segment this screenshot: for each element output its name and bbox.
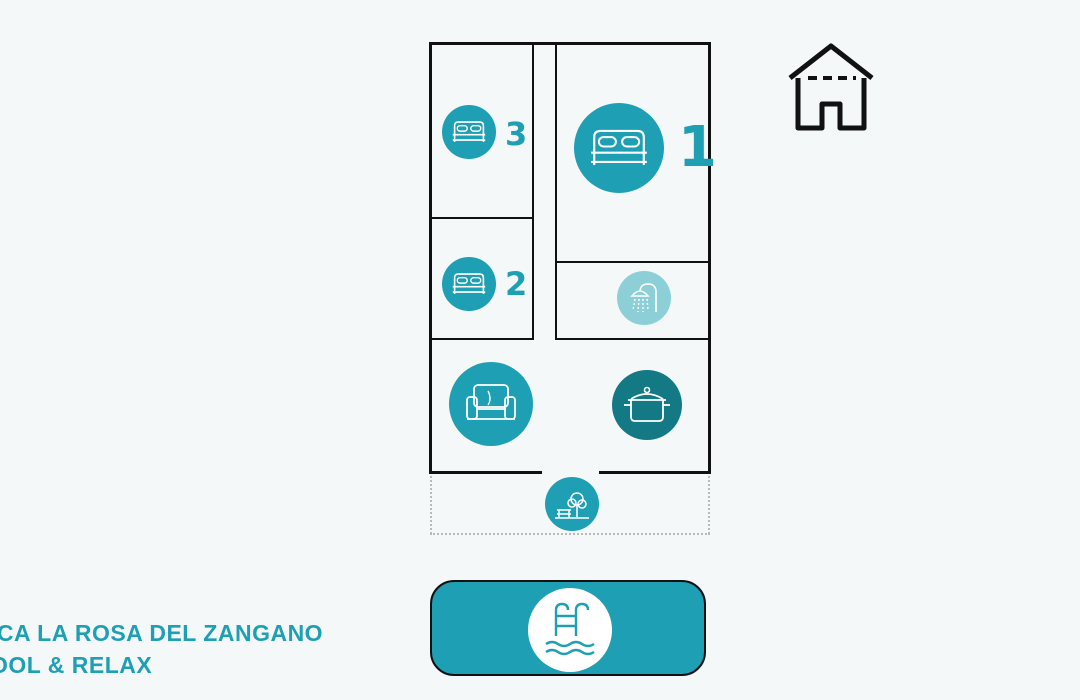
bedroom-2-icon-circle [442,257,496,311]
swimming-pool-ladder-icon [545,602,595,656]
armchair-icon [466,384,516,420]
cooking-pot-icon [624,386,670,422]
pool-icon-circle [528,588,612,672]
divider-bath-living-right [555,338,710,340]
divider-bedrooms-living-left [429,338,534,340]
bathroom-icon-circle [617,271,671,325]
shower-icon [630,283,657,313]
garden-border-left [430,476,432,534]
caption-line-2: OOL & RELAX [0,652,153,678]
bedroom-2-label: 2 [505,265,528,303]
wall-right [708,42,711,474]
double-bed-icon [591,129,647,166]
corridor-wall-right [555,42,557,340]
divider-room1-bath [555,261,710,263]
bedroom-3-label: 3 [505,115,528,153]
garden-bench-tree-icon [555,492,589,519]
garden-border-right [708,476,710,534]
caption-line-1: ICA LA ROSA DEL ZANGANO [0,620,324,646]
kitchen-icon-circle [612,370,682,440]
double-bed-icon [452,121,486,142]
bedroom-1-icon-circle [574,103,664,193]
double-bed-icon [452,273,486,294]
corridor-wall-left [532,42,534,340]
garden-icon-circle [545,477,599,531]
wall-bottom-right [599,471,711,474]
garden-border-bottom [430,533,710,535]
wall-left [429,42,432,474]
wall-bottom-left [429,471,542,474]
bedroom-1-label: 1 [678,115,717,180]
house-icon [788,43,874,131]
bedroom-3-icon-circle [442,105,496,159]
wall-top [429,42,711,45]
divider-room3-room2 [429,217,534,219]
living-room-icon-circle [449,362,533,446]
pool-area [430,580,706,676]
